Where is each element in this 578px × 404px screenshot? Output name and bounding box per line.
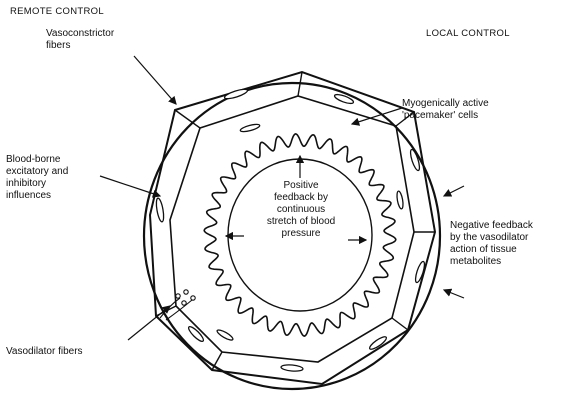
negative-line-3: action of tissue	[450, 244, 533, 256]
positive-line-5: pressure	[245, 228, 357, 240]
local-control-heading: LOCAL CONTROL	[426, 28, 510, 40]
metabolite-arrow-top	[444, 186, 464, 196]
negative-feedback-label: Negative feedback by the vasodilator act…	[450, 220, 533, 268]
negative-line-1: Negative feedback	[450, 220, 533, 232]
negative-line-4: metabolites	[450, 256, 533, 268]
negative-line-2: by the vasodilator	[450, 232, 533, 244]
metabolite-arrow-bottom	[444, 290, 464, 298]
vasoconstrictor-line-2: fibers	[46, 40, 114, 52]
myogenic-line-2: 'pacemaker' cells	[402, 110, 489, 122]
vasoconstrictor-line-1: Vasoconstrictor	[46, 28, 114, 40]
positive-line-1: Positive	[245, 180, 357, 192]
remote-control-heading: REMOTE CONTROL	[10, 6, 104, 18]
vasoconstrictor-arrow	[134, 56, 176, 104]
vasodilator-label: Vasodilator fibers	[6, 346, 83, 358]
vasoconstrictor-label: Vasoconstrictor fibers	[46, 28, 114, 52]
bloodborne-line-3: inhibitory	[6, 178, 68, 190]
bloodborne-line-1: Blood-borne	[6, 154, 68, 166]
bloodborne-line-4: influences	[6, 190, 68, 202]
positive-line-2: feedback by	[245, 192, 357, 204]
bloodborne-label: Blood-borne excitatory and inhibitory in…	[6, 154, 68, 202]
positive-line-4: stretch of blood	[245, 216, 357, 228]
myogenic-line-1: Myogenically active	[402, 98, 489, 110]
myogenic-label: Myogenically active 'pacemaker' cells	[402, 98, 489, 122]
bloodborne-line-2: excitatory and	[6, 166, 68, 178]
positive-line-3: continuous	[245, 204, 357, 216]
positive-feedback-label: Positive feedback by continuous stretch …	[245, 180, 357, 240]
